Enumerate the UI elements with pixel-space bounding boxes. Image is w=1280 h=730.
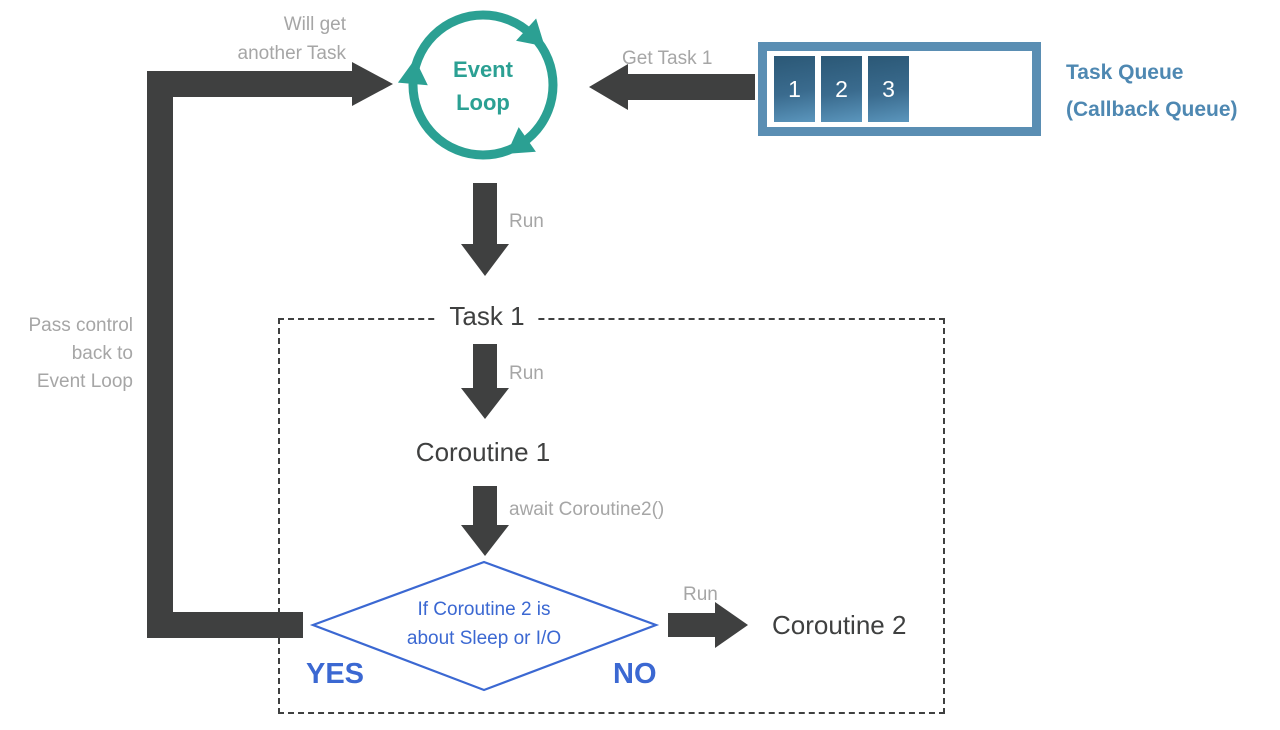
- task-queue-title: Task Queue (Callback Queue): [1066, 61, 1238, 121]
- task1-title: Task 1: [437, 301, 537, 332]
- coroutine1-label: Coroutine 1: [415, 437, 551, 467]
- await-arrow: [461, 486, 509, 556]
- coroutine2-label: Coroutine 2: [772, 610, 907, 640]
- run-label-task-to-coroutine1: Run: [509, 363, 544, 384]
- run-arrow-task-to-coroutine1: [461, 344, 509, 419]
- run-arrow-event-to-task: [461, 183, 509, 276]
- task-queue-box: 1 2 3: [758, 42, 1041, 136]
- get-task-1-label: Get Task 1: [622, 48, 713, 69]
- yes-branch-label: YES: [306, 658, 365, 690]
- task1-dashed-box: [278, 318, 945, 714]
- decision-condition-text: If Coroutine 2 is about Sleep or I/O: [406, 599, 562, 649]
- queue-item-1: 1: [774, 56, 815, 122]
- pass-control-return-arrow: [147, 62, 393, 638]
- run-arrow-to-coroutine2: [668, 602, 748, 648]
- queue-item-2: 2: [821, 56, 862, 122]
- pass-control-label: Pass control back to Event Loop: [28, 315, 133, 392]
- run-label-event-to-task: Run: [509, 211, 544, 232]
- get-task-arrow: [589, 64, 755, 110]
- event-loop-label: Event Loop: [453, 57, 513, 115]
- await-coroutine2-label: await Coroutine2(): [509, 499, 665, 520]
- decision-diamond: [309, 560, 660, 692]
- will-get-another-task-label: Will get another Task: [237, 14, 346, 64]
- no-branch-label: NO: [613, 658, 657, 690]
- run-label-to-coroutine2: Run: [683, 584, 718, 605]
- queue-item-3: 3: [868, 56, 909, 122]
- event-loop-cycle-icon: [397, 10, 558, 160]
